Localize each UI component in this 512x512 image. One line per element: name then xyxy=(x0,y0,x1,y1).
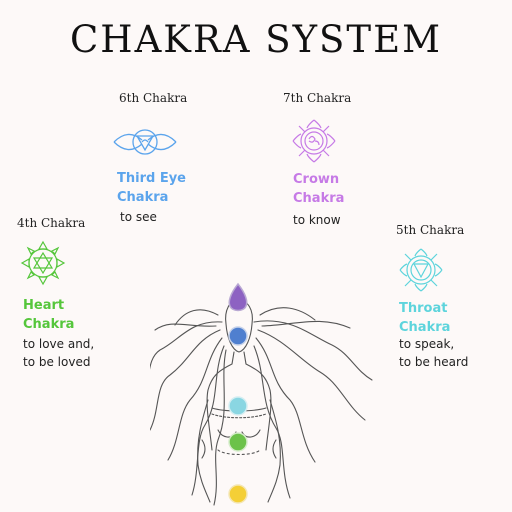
crown-dot-marker xyxy=(228,282,248,312)
throat-description: to speak, to be heard xyxy=(399,335,468,371)
throat-name: Throat Chakra xyxy=(399,299,450,337)
throat-name-line1: Throat xyxy=(399,301,448,316)
throat-description-line2: to be heard xyxy=(399,355,469,369)
third-eye-chakra-icon xyxy=(113,129,177,155)
throat-ordinal: 5th Chakra xyxy=(396,223,465,237)
crown-name: Crown Chakra xyxy=(293,170,344,208)
third-eye-name: Third Eye Chakra xyxy=(117,169,186,207)
crown-chakra-icon xyxy=(292,119,336,163)
third-eye-ordinal: 6th Chakra xyxy=(119,91,188,105)
heart-name-line1: Heart xyxy=(23,298,65,313)
crown-name-line1: Crown xyxy=(293,172,340,187)
crown-description: to know xyxy=(293,213,341,227)
crown-name-line2: Chakra xyxy=(293,191,345,206)
third-eye-name-line1: Third Eye xyxy=(117,171,186,186)
throat-description-line1: to speak, xyxy=(399,337,455,351)
third-eye-dot xyxy=(228,326,248,346)
third-eye-name-line2: Chakra xyxy=(117,190,169,205)
heart-description: to love and, to be loved xyxy=(23,335,94,371)
heart-chakra-icon xyxy=(20,240,66,286)
solar-plexus-dot xyxy=(228,484,248,504)
throat-chakra-icon xyxy=(399,248,443,292)
third-eye-description: to see xyxy=(120,210,157,224)
crown-ordinal: 7th Chakra xyxy=(283,91,352,105)
throat-name-line2: Chakra xyxy=(399,320,451,335)
meditating-woman-illustration xyxy=(150,282,373,506)
heart-dot xyxy=(228,432,248,452)
heart-name-line2: Chakra xyxy=(23,317,75,332)
page-title: CHAKRA SYSTEM xyxy=(70,18,442,61)
heart-name: Heart Chakra xyxy=(23,296,74,334)
heart-description-line1: to love and, xyxy=(23,337,95,351)
heart-description-line2: to be loved xyxy=(23,355,91,369)
chakra-dots xyxy=(228,282,248,504)
heart-ordinal: 4th Chakra xyxy=(17,216,86,230)
throat-dot xyxy=(228,396,248,416)
